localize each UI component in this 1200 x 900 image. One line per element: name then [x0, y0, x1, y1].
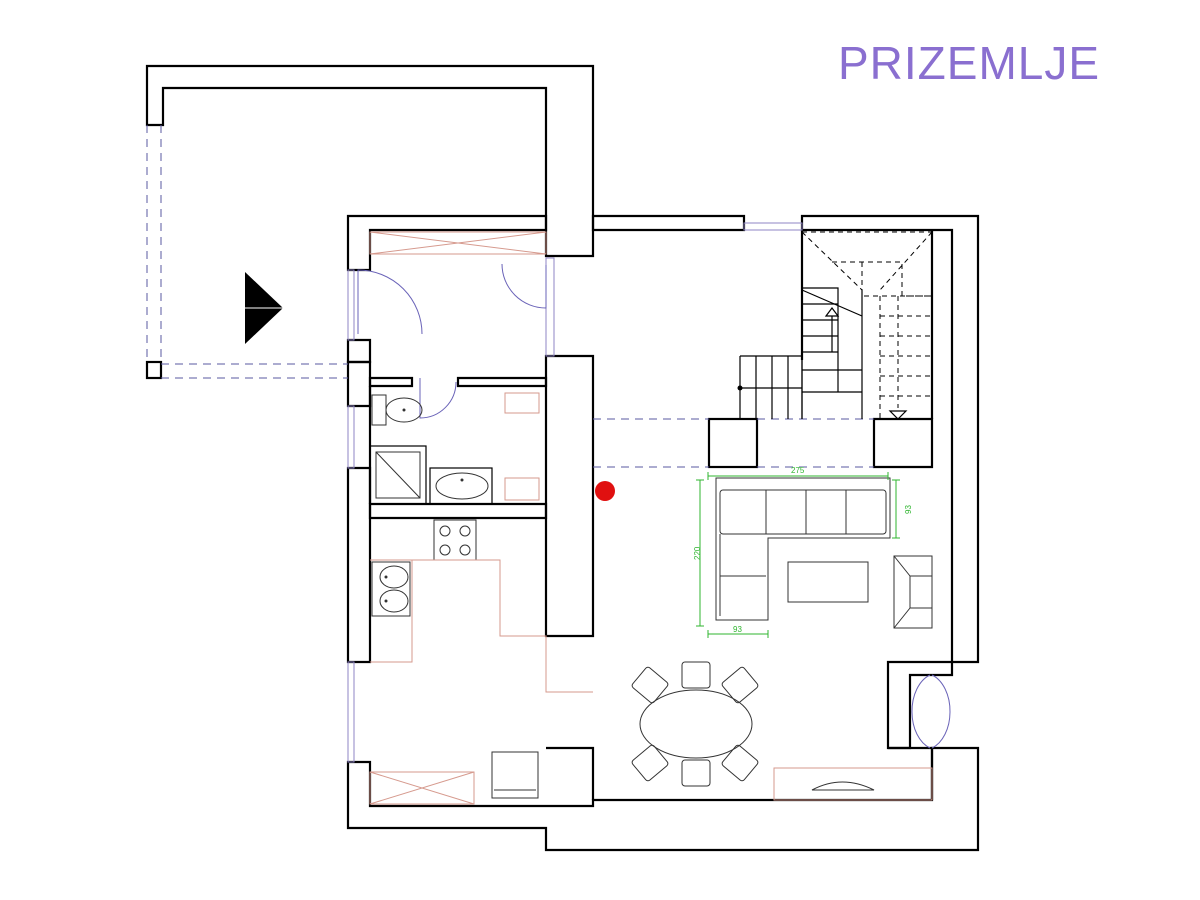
- dim-sofa-side: 220: [693, 546, 702, 560]
- kitchen: [369, 519, 593, 805]
- dim-sofa-depth-bottom: 93: [733, 625, 742, 634]
- doors: [357, 263, 951, 749]
- windows: [347, 222, 803, 763]
- stairs: [737, 231, 933, 420]
- red-marker-icon: [595, 481, 615, 501]
- sofa: [715, 477, 933, 629]
- dim-sofa-length: 275: [791, 466, 805, 475]
- sideboard: [773, 767, 933, 801]
- floor-title: PRIZEMLJE: [838, 37, 1101, 89]
- hall-wardrobe: [369, 231, 547, 255]
- dining-set: [631, 661, 759, 787]
- dim-sofa-depth-right: 93: [904, 505, 913, 514]
- sofa-dimensions: 275 93 220 93: [693, 466, 913, 638]
- porch-outline: [146, 125, 874, 468]
- bathroom-fixtures: [369, 392, 540, 505]
- walls: [145, 64, 980, 852]
